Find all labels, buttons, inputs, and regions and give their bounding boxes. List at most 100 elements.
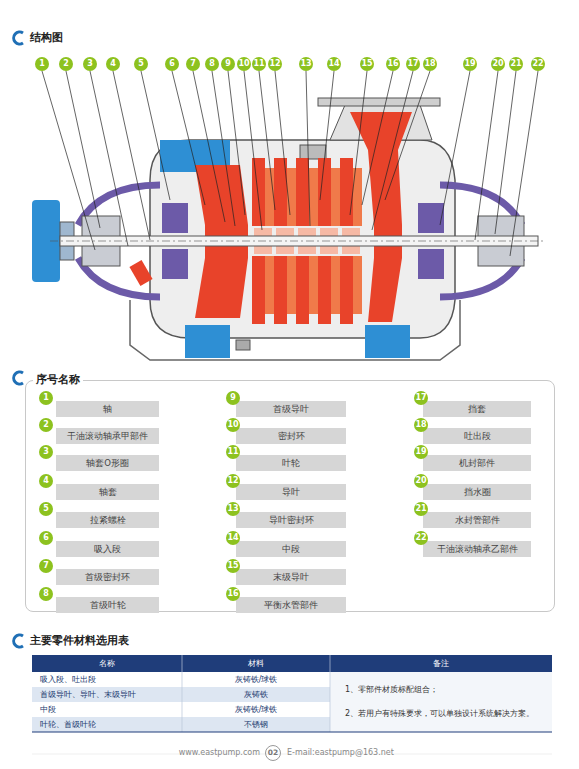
table-note: 2、若用户有特殊要求，可以单独设计系统解决方案。	[345, 707, 550, 721]
leader-line	[495, 71, 516, 234]
part-item: 20挡水圈	[414, 474, 531, 500]
leader-line	[475, 71, 498, 240]
part-item: 18吐出段	[414, 418, 531, 444]
callout-number: 17	[414, 391, 428, 405]
callout-number: 18	[423, 57, 437, 71]
leader-line	[372, 71, 413, 230]
part-item: 8首级叶轮	[39, 587, 159, 613]
callout-number: 16	[226, 587, 240, 601]
part-name: 首级导叶	[236, 401, 346, 417]
callout-number: 14	[226, 531, 240, 545]
callout-number: 8	[39, 587, 53, 601]
callout-number: 12	[226, 474, 240, 488]
part-name: 末级导叶	[236, 569, 346, 585]
part-name: 吸入段	[56, 541, 159, 557]
callout-number: 19	[414, 445, 428, 459]
table-cell: 灰铸铁/球铁	[182, 672, 330, 687]
footer-text: 02	[265, 745, 281, 761]
pump-part	[318, 256, 331, 324]
leader-line	[141, 71, 170, 200]
part-item: 5拉紧螺栓	[39, 502, 159, 528]
callout-number: 2	[39, 418, 53, 432]
callout-number: 3	[83, 57, 97, 71]
leader-line	[212, 71, 235, 226]
pump-part	[32, 98, 545, 360]
table-cell: 首级导叶、导叶、末级导叶	[32, 687, 182, 702]
leader-line	[510, 71, 538, 256]
leader-line	[228, 71, 245, 215]
part-item: 19机封部件	[414, 445, 531, 471]
table-header-cell: 名称	[32, 655, 182, 672]
callout-number: 5	[134, 57, 148, 71]
pump-part	[318, 158, 331, 226]
leader-line	[259, 71, 275, 210]
table-grid	[32, 732, 552, 733]
part-item: 13导叶密封环	[226, 502, 346, 528]
pump-part	[353, 256, 362, 314]
leader-line	[42, 71, 95, 250]
pump-part	[162, 203, 188, 233]
part-name: 叶轮	[236, 455, 346, 471]
part-item: 1轴	[39, 391, 159, 417]
part-item: 3轴套O形圈	[39, 445, 159, 471]
pump-part	[318, 98, 440, 106]
table-grid	[32, 672, 330, 687]
part-item: 11叶轮	[226, 445, 346, 471]
table-cell: 叶轮、首级叶轮	[32, 717, 182, 732]
callout-number: 14	[327, 57, 341, 71]
part-name: 机封部件	[423, 455, 531, 471]
part-name: 水封管部件	[423, 512, 531, 528]
pump-part	[129, 260, 152, 286]
pump-part	[274, 256, 287, 324]
part-item: 2干油滚动轴承甲部件	[39, 418, 159, 444]
part-name: 吐出段	[423, 428, 531, 444]
pump-part	[350, 112, 412, 322]
pump-part	[300, 145, 326, 159]
part-item: 12导叶	[226, 474, 346, 500]
table-cell: 中段	[32, 702, 182, 717]
table-cell: 灰铸铁/球铁	[182, 702, 330, 717]
callout-number: 20	[491, 57, 505, 71]
callout-number: 18	[414, 418, 428, 432]
callout-number: 6	[39, 531, 53, 545]
heading-icon	[14, 32, 23, 647]
callout-number: 13	[299, 57, 313, 71]
callout-number: 9	[226, 391, 240, 405]
part-item: 15末级导叶	[226, 559, 346, 585]
callout-number: 7	[39, 559, 53, 573]
callout-number: 15	[226, 559, 240, 573]
part-name: 密封环	[236, 428, 346, 444]
callout-number: 22	[414, 531, 428, 545]
callout-number: 17	[406, 57, 420, 71]
section-heading: 序号名称	[33, 372, 83, 388]
table-cell: 不锈钢	[182, 717, 330, 732]
callout-number: 19	[463, 57, 477, 71]
part-name: 导叶	[236, 484, 346, 500]
callout-number: 5	[39, 502, 53, 516]
part-name: 轴套O形圈	[56, 455, 159, 471]
table-note: 1、零部件材质标配组合；	[345, 683, 550, 697]
part-name: 挡水圈	[423, 484, 531, 500]
table-cell: 吸入段、吐出段	[32, 672, 182, 687]
callout-number: 13	[226, 502, 240, 516]
table-grid	[32, 717, 330, 732]
table-grid	[182, 655, 183, 732]
part-name: 挡套	[423, 401, 531, 417]
table-grid	[32, 655, 552, 672]
pump-part	[331, 256, 340, 314]
table-grid	[330, 655, 331, 732]
leader-line	[320, 71, 334, 200]
part-name: 首级叶轮	[56, 597, 159, 613]
callout-number: 22	[531, 57, 545, 71]
pump-part	[162, 249, 188, 279]
part-name: 干油滚动轴承甲部件	[56, 428, 159, 444]
leader-line	[244, 71, 262, 230]
leader-line	[193, 71, 225, 222]
callout-number: 6	[165, 57, 179, 71]
heading-icon	[14, 635, 23, 647]
callout-number: 15	[360, 57, 374, 71]
pump-part	[252, 256, 265, 324]
leader-line	[113, 71, 150, 240]
part-name: 首级密封环	[56, 569, 159, 585]
